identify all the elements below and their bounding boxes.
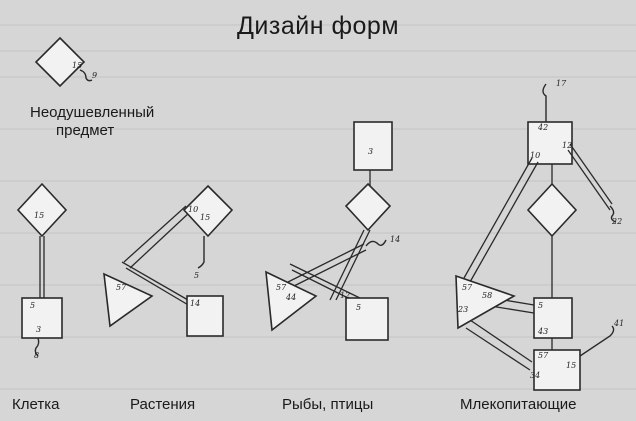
fish-connector-c xyxy=(289,263,365,301)
fish-square xyxy=(345,297,389,341)
fish-top-number: 3 xyxy=(368,147,373,156)
plants-tail xyxy=(197,236,205,269)
caption-mammals: Млекопитающие xyxy=(460,396,577,413)
fish-triangle-number-b: 44 xyxy=(285,293,296,302)
cell-diamond-number: 15 xyxy=(34,211,44,220)
mammals-top-square-number: 42 xyxy=(537,123,548,132)
mammals-connector-right-a xyxy=(567,149,611,211)
mammals-group: 17 42 10 12 22 57 58 23 5 43 57 15 34 41 xyxy=(455,79,624,391)
mammals-triangle-number: 57 xyxy=(462,283,473,292)
caption-plants: Растения xyxy=(130,396,196,413)
caption-object-line2: предмет xyxy=(56,122,115,139)
mammals-mid-square xyxy=(533,297,573,339)
mammals-bottom-square-number-c: 34 xyxy=(530,371,540,380)
fish-connector-e xyxy=(287,243,365,283)
fish-triangle-number-a: 57 xyxy=(276,283,287,292)
plants-square-number: 14 xyxy=(190,299,200,308)
mammals-bottom-tail xyxy=(579,325,615,357)
plants-connector-c xyxy=(121,261,189,301)
plants-diamond xyxy=(182,184,234,238)
fish-square-number-b: 5 xyxy=(356,303,361,312)
cell-square-number: 5 xyxy=(30,301,35,310)
mammals-mid-square-number: 5 xyxy=(538,301,543,310)
object-tail xyxy=(79,69,93,82)
fish-connector-a xyxy=(329,229,365,301)
mammals-connector-left-a xyxy=(463,157,533,279)
mammals-connector-right-b xyxy=(569,143,613,205)
fish-triangle xyxy=(265,270,318,332)
plants-group: 10 15 5 57 14 xyxy=(103,184,234,337)
fish-square-number-a: 12 xyxy=(340,291,350,300)
plants-diamond-number-a: 10 xyxy=(188,205,198,214)
mammals-top-tail xyxy=(542,83,547,122)
plants-diamond-number-b: 15 xyxy=(200,213,210,222)
mammals-connector-bottom-a xyxy=(469,319,533,363)
mammals-right-number: 12 xyxy=(562,141,572,150)
fish-connector-b xyxy=(335,229,371,301)
mammals-right-tail xyxy=(609,205,617,223)
caption-object-line1: Неодушевленный xyxy=(30,104,155,121)
fish-birds-group: 3 14 57 44 12 5 xyxy=(265,121,400,341)
mammals-bottom-square-number-b: 15 xyxy=(566,361,576,370)
plants-connector-b xyxy=(129,211,191,269)
cell-diamond xyxy=(16,182,68,238)
object-diamond-number: 15 xyxy=(72,61,82,70)
mammals-mid-square-number-b: 43 xyxy=(537,327,548,336)
fish-tail xyxy=(365,239,387,247)
plants-tail-number: 5 xyxy=(194,271,199,280)
mammals-top-square xyxy=(527,121,573,165)
mammals-bottom-square-number-a: 57 xyxy=(538,351,549,360)
mammals-bottom-square xyxy=(533,349,581,391)
object-group: 15 9 xyxy=(34,36,97,88)
cell-square xyxy=(21,297,63,339)
plants-connector-a xyxy=(123,205,187,263)
mammals-connector-bottom-b xyxy=(465,327,531,371)
plants-triangle xyxy=(103,272,154,328)
cell-group: 15 5 3 8 xyxy=(16,182,68,360)
cell-tail-number: 8 xyxy=(34,351,39,360)
mammals-link-number: 58 xyxy=(482,291,492,300)
mammals-top-number: 17 xyxy=(556,79,567,88)
mammals-right-tail-number: 22 xyxy=(611,217,622,226)
fish-connector-f xyxy=(289,249,367,289)
cell-square-inner-number: 3 xyxy=(36,325,41,334)
caption-cell: Клетка xyxy=(12,396,60,413)
fish-top-square xyxy=(353,121,393,171)
object-diamond xyxy=(34,36,86,88)
object-tail-number: 9 xyxy=(92,71,97,80)
mammals-triangle-bottom-number: 23 xyxy=(457,305,468,314)
plants-square xyxy=(186,295,224,337)
mammals-bottom-tail-number: 41 xyxy=(613,319,624,328)
fish-tail-number: 14 xyxy=(390,235,400,244)
plants-connector-d xyxy=(125,267,191,307)
mammals-diamond xyxy=(526,182,578,238)
mammals-connector-left-b xyxy=(469,161,539,283)
mammals-left-number: 10 xyxy=(530,151,540,160)
fish-diamond xyxy=(344,182,392,232)
caption-fish-birds: Рыбы, птицы xyxy=(282,396,374,413)
plants-triangle-number: 57 xyxy=(116,283,127,292)
figure-title: Дизайн форм xyxy=(236,12,400,40)
mammals-triangle xyxy=(455,274,516,330)
cell-tail xyxy=(34,337,40,357)
